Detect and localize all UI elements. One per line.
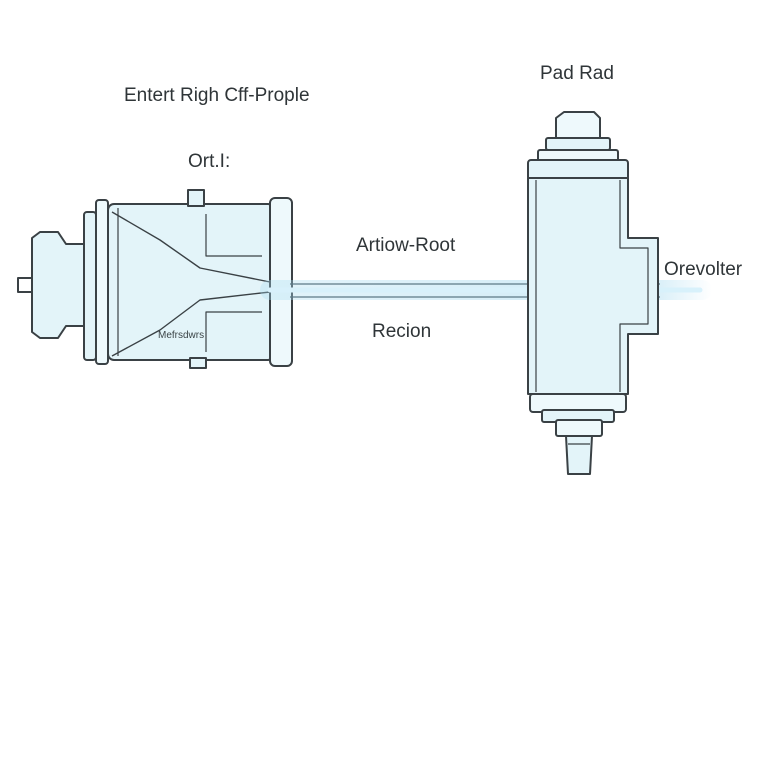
right-device [527,111,659,475]
left-device-flange-inner [95,199,109,365]
right-device-bottom-neck [555,419,603,437]
left-device-top-nub [187,189,205,207]
flow-label-bottom: Recion [372,321,432,342]
right-device-nozzle [565,435,593,475]
left-device-title: Entert Righ Cff-Prople [124,85,310,106]
left-device-subtitle: Ort.I: [188,151,231,172]
left-device-inner-funnel [111,211,271,283]
left-device-inner-box-top [205,214,262,257]
right-device-top-cap [555,111,601,141]
left-device [17,189,293,369]
left-device-pin [17,277,33,293]
left-device-inner-label: Mefrsdwrs [158,330,205,341]
flow-label-top: Artiow-Root [356,235,456,256]
left-device-endcap [31,231,85,339]
left-device-flange [83,211,97,361]
right-device-title: Pad Rad [540,63,614,84]
right-device-body [527,177,659,395]
right-device-top-collar [545,137,611,151]
left-device-bottom-nub [189,357,207,369]
left-device-inner-box-bottom [205,311,262,352]
right-device-port-inner [619,180,649,392]
outlet-label: Orevolter [664,259,743,280]
left-device-inner-funnel-b [111,291,271,357]
